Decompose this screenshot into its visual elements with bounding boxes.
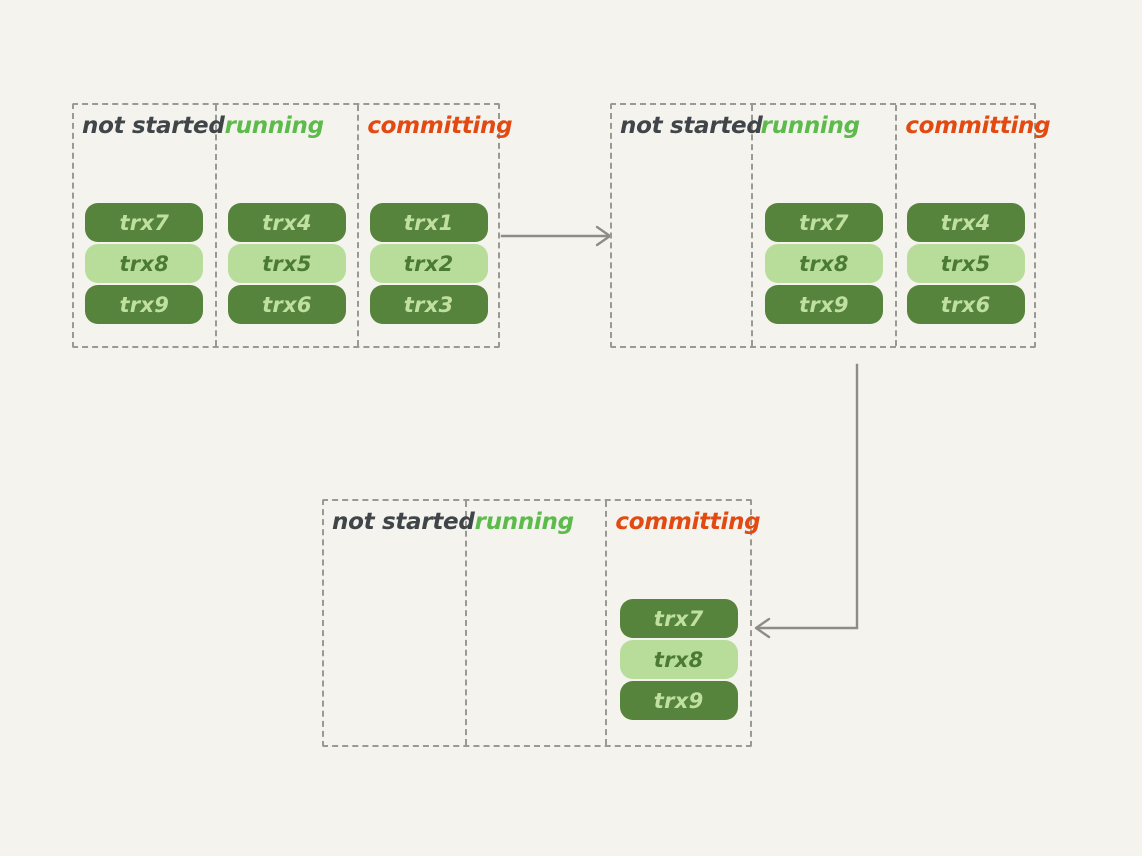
- column-label-committing: committing: [615, 509, 761, 535]
- column-label-committing: committing: [367, 113, 513, 139]
- transaction-pill[interactable]: trx5: [906, 244, 1025, 283]
- pill-stack-committing: trx4 trx5 trx6: [906, 203, 1025, 324]
- transaction-pill[interactable]: trx2: [369, 244, 488, 283]
- transaction-pill[interactable]: trx7: [764, 203, 883, 242]
- transaction-pill[interactable]: trx8: [619, 640, 738, 679]
- column-label-running: running: [760, 113, 860, 139]
- transaction-pill[interactable]: trx6: [227, 285, 346, 324]
- column-committing: committing trx1 trx2 trx3: [359, 105, 513, 346]
- transaction-pill[interactable]: trx9: [764, 285, 883, 324]
- column-label-running: running: [224, 113, 324, 139]
- column-label-running: running: [474, 509, 574, 535]
- column-label-not-started: not started: [620, 113, 763, 139]
- column-not-started: not started trx7 trx8 trx9: [74, 105, 225, 346]
- pill-stack-committing: trx7 trx8 trx9: [619, 599, 738, 720]
- transaction-pill[interactable]: trx8: [85, 244, 204, 283]
- column-running: running trx4 trx5 trx6: [217, 105, 360, 346]
- transaction-pill[interactable]: trx9: [85, 285, 204, 324]
- column-not-started: not started: [324, 501, 475, 745]
- column-not-started: not started: [612, 105, 763, 346]
- column-committing: committing trx7 trx8 trx9: [607, 501, 761, 745]
- transaction-pill[interactable]: trx1: [369, 203, 488, 242]
- pill-stack-running: trx7 trx8 trx9: [764, 203, 883, 324]
- transaction-pill[interactable]: trx3: [369, 285, 488, 324]
- transaction-pill[interactable]: trx4: [227, 203, 346, 242]
- pill-stack-not-started: trx7 trx8 trx9: [85, 203, 204, 324]
- transaction-pill[interactable]: trx4: [906, 203, 1025, 242]
- column-label-not-started: not started: [82, 113, 225, 139]
- transaction-pill[interactable]: trx6: [906, 285, 1025, 324]
- column-running: running trx7 trx8 trx9: [753, 105, 898, 346]
- state-group-2: not started running trx7 trx8 trx9 commi…: [610, 103, 1051, 348]
- column-committing: committing trx4 trx5 trx6: [897, 105, 1051, 346]
- column-label-committing: committing: [905, 113, 1051, 139]
- state-group-1: not started trx7 trx8 trx9 running trx4 …: [72, 103, 513, 348]
- column-running: running: [467, 501, 608, 745]
- transaction-pill[interactable]: trx8: [764, 244, 883, 283]
- arrow-group2-to-group3: [754, 363, 859, 639]
- transaction-pill[interactable]: trx7: [85, 203, 204, 242]
- transaction-pill[interactable]: trx9: [619, 681, 738, 720]
- state-group-3: not started running committing trx7 trx8…: [322, 499, 761, 747]
- transaction-pill[interactable]: trx5: [227, 244, 346, 283]
- pill-stack-committing: trx1 trx2 trx3: [369, 203, 488, 324]
- arrow-group1-to-group2: [500, 225, 612, 247]
- transaction-pill[interactable]: trx7: [619, 599, 738, 638]
- pill-stack-running: trx4 trx5 trx6: [227, 203, 346, 324]
- column-label-not-started: not started: [332, 509, 475, 535]
